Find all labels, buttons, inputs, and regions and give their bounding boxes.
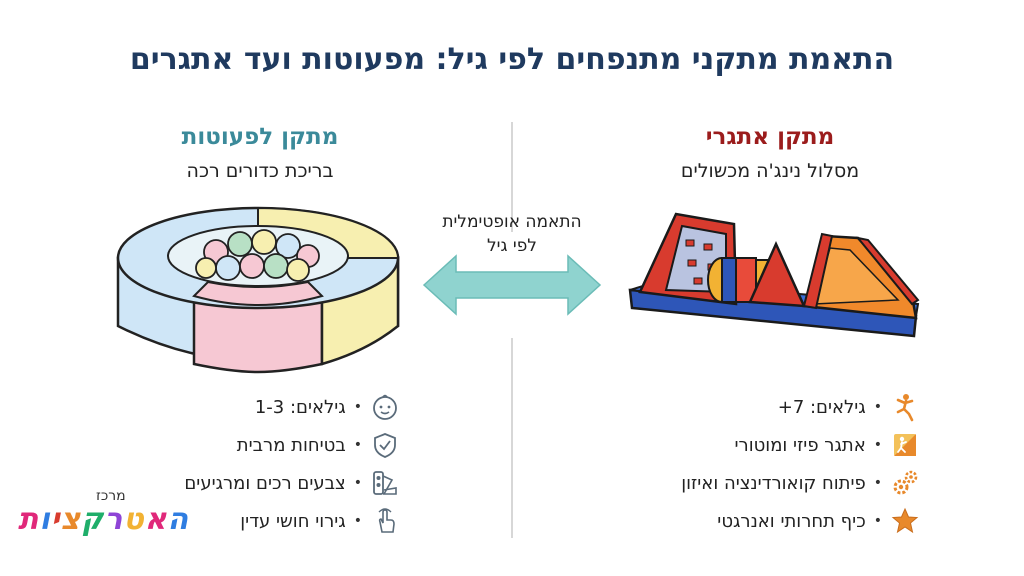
list-item: • בטיחות מרבית xyxy=(180,426,400,464)
list-item: • פיתוח קואורדינציה ואיזון xyxy=(640,464,920,502)
middle-caption: התאמה אופטימלית לפי גיל xyxy=(400,210,624,258)
toddler-subtitle: בריכת כדורים רכה xyxy=(186,160,334,182)
feature-text: גילאים: 7+ xyxy=(777,396,866,418)
list-item: • צבעים רכים ומרגיעים xyxy=(180,464,400,502)
feature-text: צבעים רכים ומרגיעים xyxy=(184,472,346,494)
color-palette-icon xyxy=(373,471,397,495)
challenge-subtitle: מסלול נינג'ה מכשולים xyxy=(680,160,860,182)
climbing-icon xyxy=(894,434,916,456)
feature-text: גילאים: 1-3 xyxy=(254,396,346,418)
touch-hand-icon xyxy=(378,508,395,533)
toddler-heading: מתקן לפעוטות xyxy=(181,124,339,150)
ball-pit-illustration xyxy=(116,206,400,374)
list-item: • גילאים: 7+ xyxy=(640,388,920,426)
center-divider-top xyxy=(511,122,513,232)
baby-face-icon xyxy=(373,394,397,420)
challenge-features-list: • גילאים: 7+ • אתגר פיזי ומוטורי • פיתוח… xyxy=(640,388,920,540)
list-item: • אתגר פיזי ומוטורי xyxy=(640,426,920,464)
jumping-person-icon xyxy=(896,394,914,422)
middle-caption-line2: לפי גיל xyxy=(487,236,537,256)
double-arrow-icon xyxy=(422,254,602,316)
ninja-course-illustration xyxy=(628,212,920,338)
challenge-heading: מתקן אתגרי xyxy=(705,124,835,150)
logo-top-text: מרכז xyxy=(96,488,126,504)
brand-logo: מרכז האטרקציות xyxy=(18,488,188,548)
star-icon xyxy=(891,507,919,534)
list-item: • גילאים: 1-3 xyxy=(180,388,400,426)
list-item: • גירוי חושי עדין xyxy=(180,502,400,540)
feature-text: פיתוח קואורדינציה ואיזון xyxy=(681,472,866,494)
feature-text: אתגר פיזי ומוטורי xyxy=(734,434,866,456)
list-item: • כיף תחרותי ואנרגטי xyxy=(640,502,920,540)
feature-text: גירוי חושי עדין xyxy=(240,510,346,532)
feature-text: בטיחות מרבית xyxy=(236,434,346,456)
middle-caption-line1: התאמה אופטימלית xyxy=(442,212,582,232)
logo-main-text: האטרקציות xyxy=(18,502,190,537)
feature-text: כיף תחרותי ואנרגטי xyxy=(717,510,866,532)
page-title: התאמת מתקני מתנפחים לפי גיל: מפעוטות ועד… xyxy=(129,42,895,77)
gears-icon xyxy=(893,470,918,495)
shield-check-icon xyxy=(374,433,396,458)
center-divider-bottom xyxy=(511,338,513,538)
toddler-features-list: • גילאים: 1-3 • בטיחות מרבית • צבעים רכי… xyxy=(180,388,400,540)
